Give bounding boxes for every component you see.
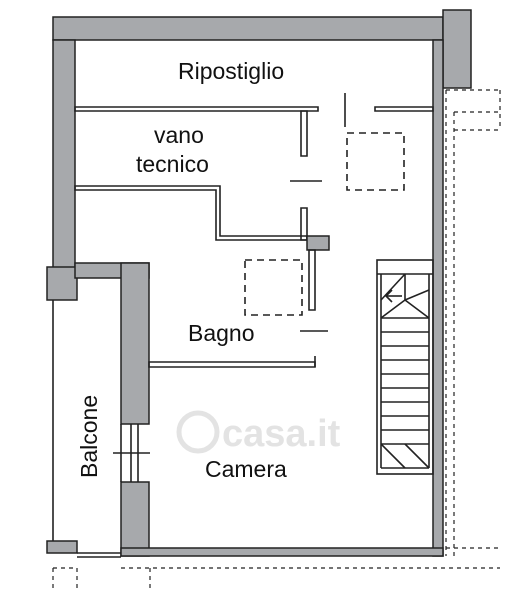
watermark-logo-icon — [176, 410, 220, 454]
watermark-text: casa.it — [222, 413, 341, 455]
room-labels: Ripostiglio vano tecnico Bagno Camera Ba… — [76, 58, 287, 482]
room-label-vano-line1: vano — [154, 122, 204, 148]
outer-walls — [46, 9, 472, 557]
balcone-outline — [52, 300, 121, 558]
staircase — [376, 259, 434, 475]
room-label-ripostiglio: Ripostiglio — [178, 58, 284, 84]
interior-walls — [74, 93, 434, 368]
room-label-bagno: Bagno — [188, 320, 255, 346]
room-label-vano-line2: tecnico — [136, 151, 209, 177]
watermark: casa.it — [176, 410, 341, 455]
room-label-camera: Camera — [205, 456, 287, 482]
stair-treads — [380, 273, 430, 469]
balcone-door — [113, 424, 150, 482]
stair-direction-arrow-icon — [384, 289, 402, 303]
room-label-balcone: Balcone — [76, 395, 102, 478]
exterior-outline — [52, 89, 501, 590]
shafts — [244, 132, 405, 316]
